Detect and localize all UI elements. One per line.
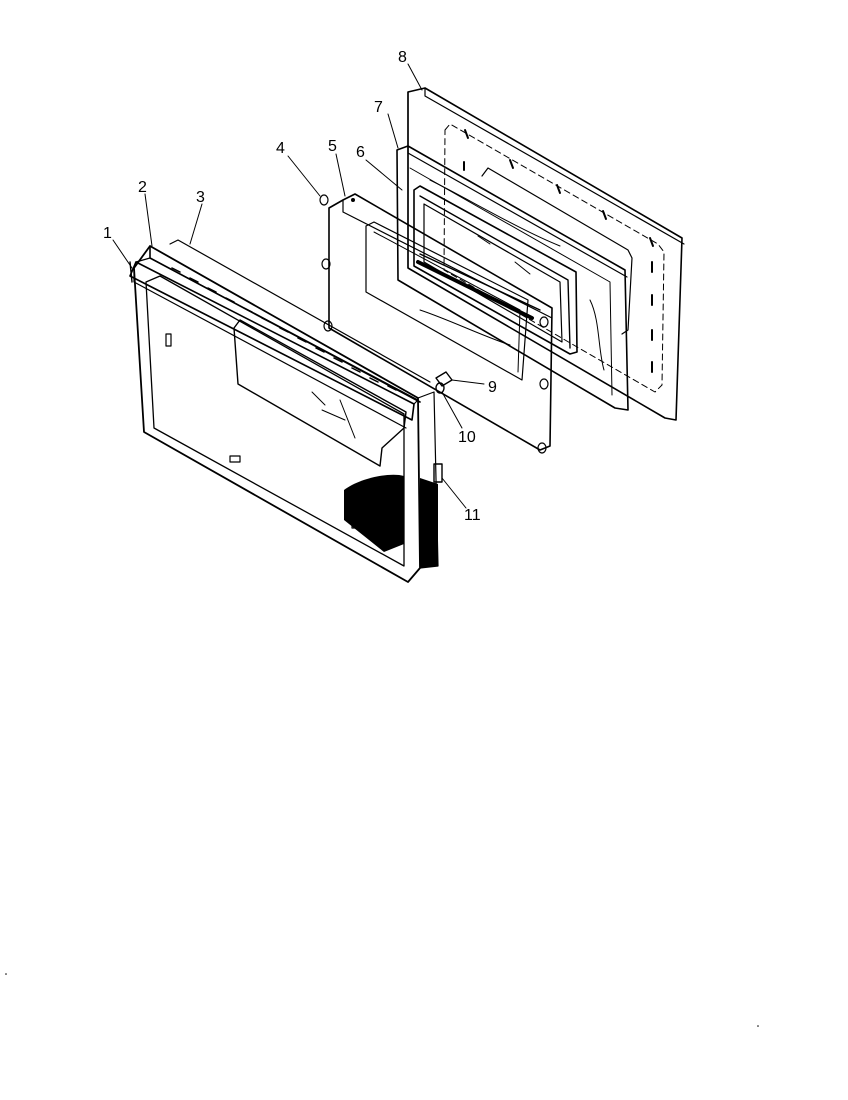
callout-11: 11	[464, 507, 481, 524]
callout-7: 7	[374, 99, 383, 116]
part-3-gasket	[169, 239, 431, 383]
callout-2: 2	[138, 179, 147, 196]
leader-lines	[112, 63, 485, 509]
callout-6: 6	[356, 144, 365, 161]
callout-5: 5	[328, 138, 337, 155]
callout-labels: 1 2 3 4 5 6 7 8 9 10 11	[103, 49, 497, 524]
callout-8: 8	[398, 49, 407, 66]
part-10-hinge-pin	[435, 382, 445, 394]
panel-slots	[463, 129, 654, 373]
callout-9: 9	[488, 379, 497, 396]
callout-1: 1	[103, 225, 112, 242]
part-11-hinge-clip	[433, 463, 443, 483]
part-6-glass-pack	[413, 185, 578, 355]
callout-3: 3	[196, 189, 205, 206]
part-5-inner-frame	[319, 193, 553, 454]
part-7-inner-liner	[396, 145, 629, 411]
callout-10: 10	[458, 429, 476, 446]
callout-4: 4	[276, 140, 285, 157]
part-8-outer-panel	[407, 87, 685, 421]
part-2-outer-door-frame	[133, 245, 439, 583]
